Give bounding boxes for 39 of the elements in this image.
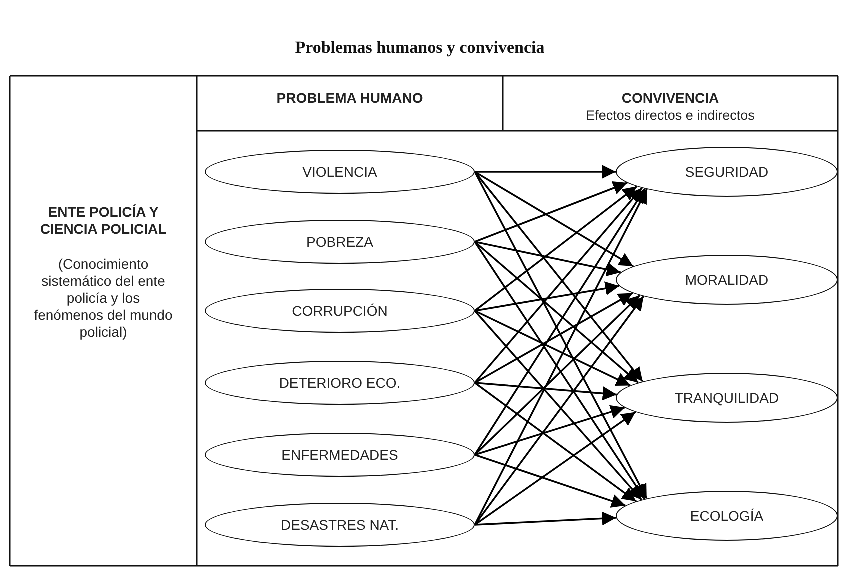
arrow [474,292,634,384]
node-label: CORRUPCIÓN [292,303,388,319]
arrow [474,310,631,387]
arrow [474,512,616,526]
arrow [474,182,628,243]
ellipse-node [616,491,838,541]
ellipse-node [616,373,838,423]
arrow [474,454,626,508]
arrow [474,242,646,500]
column-subheader: Efectos directos e indirectos [586,107,755,124]
diagram-title: Problemas humanos y convivencia [294,38,546,58]
arrow [474,282,620,312]
node-label: ECOLOGÍA [690,508,764,524]
arrow [474,411,636,526]
arrow [475,165,616,179]
ellipse-node [616,255,838,305]
node-label: DETERIORO ECO. [279,375,401,391]
node-label: POBREZA [306,234,374,250]
arrow [474,188,646,456]
arrow [474,310,642,501]
arrow [474,294,641,456]
cell-heading: ENTE POLICÍA Y CIENCIA POLICIAL [39,204,168,238]
arrow [474,405,626,456]
column-header: CONVIVENCIA [622,90,720,107]
column-header: PROBLEMA HUMANO [276,90,424,107]
node-label: TRANQUILIDAD [674,390,780,406]
arrow [474,186,638,312]
arrow [474,241,640,384]
arrow [474,171,634,268]
arrow [474,241,622,277]
node-label: MORALIDAD [685,272,769,288]
node-label: SEGURIDAD [685,164,769,180]
node-label: DESASTRES NAT. [281,517,399,533]
node-label: VIOLENCIA [302,164,378,180]
arrow [474,382,637,502]
arrow [474,382,617,401]
ellipse-node [616,147,838,197]
cell-note: (Conocimiento sistemático del ente policía y los fenómenos del mundo policial) [34,256,174,341]
node-label: ENFERMEDADES [282,447,398,463]
